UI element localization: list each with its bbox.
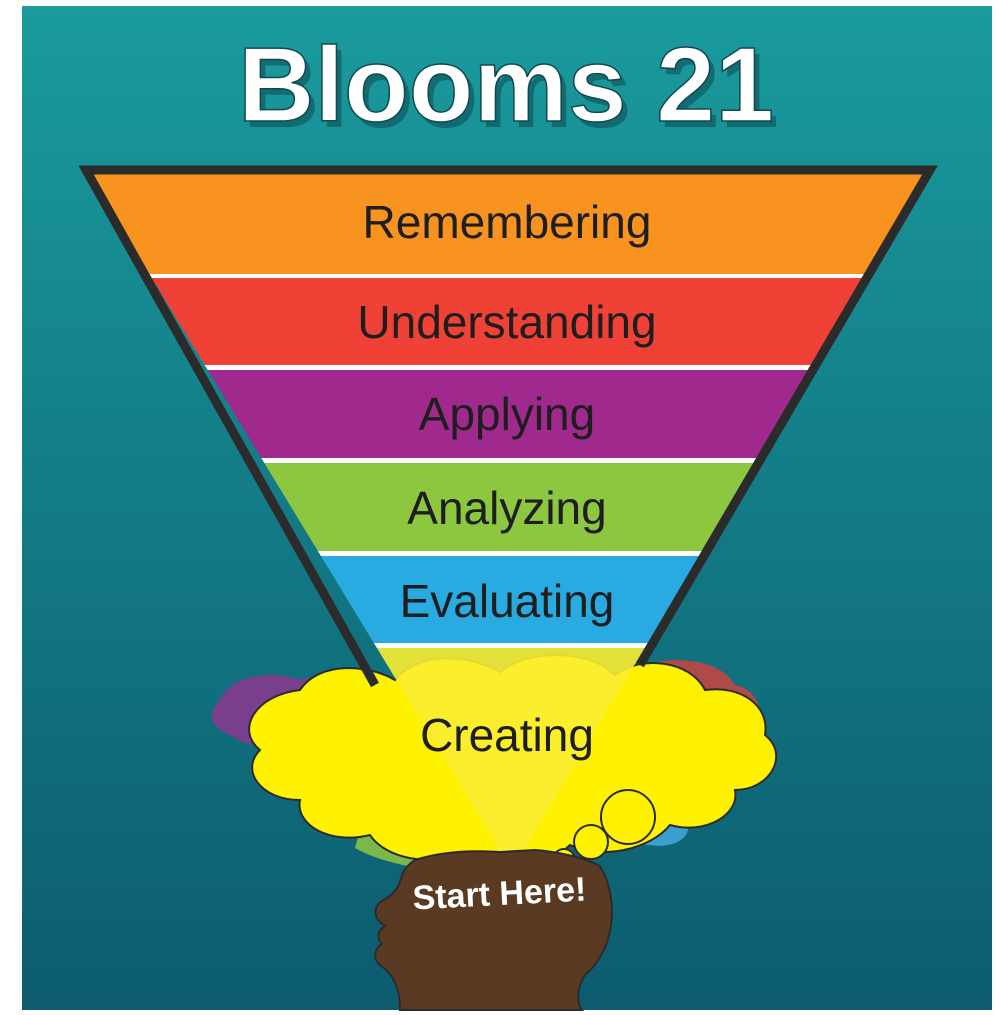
band-understanding [86,278,930,365]
title-shadow: Blooms 21 [243,32,779,150]
level-label-understanding: Understanding [357,296,656,348]
level-label-evaluating: Evaluating [400,575,615,627]
start-here-label: Start Here! [412,870,588,917]
page-title: Blooms 21 [238,26,774,144]
funnel-outline [78,165,938,688]
level-label-analyzing: Analyzing [407,482,606,534]
head-silhouette-icon [374,848,613,1011]
level-label-creating: Creating [420,709,594,761]
band-remembering [86,170,930,274]
level-label-applying: Applying [419,388,595,440]
level-label-remembering: Remembering [363,196,652,248]
